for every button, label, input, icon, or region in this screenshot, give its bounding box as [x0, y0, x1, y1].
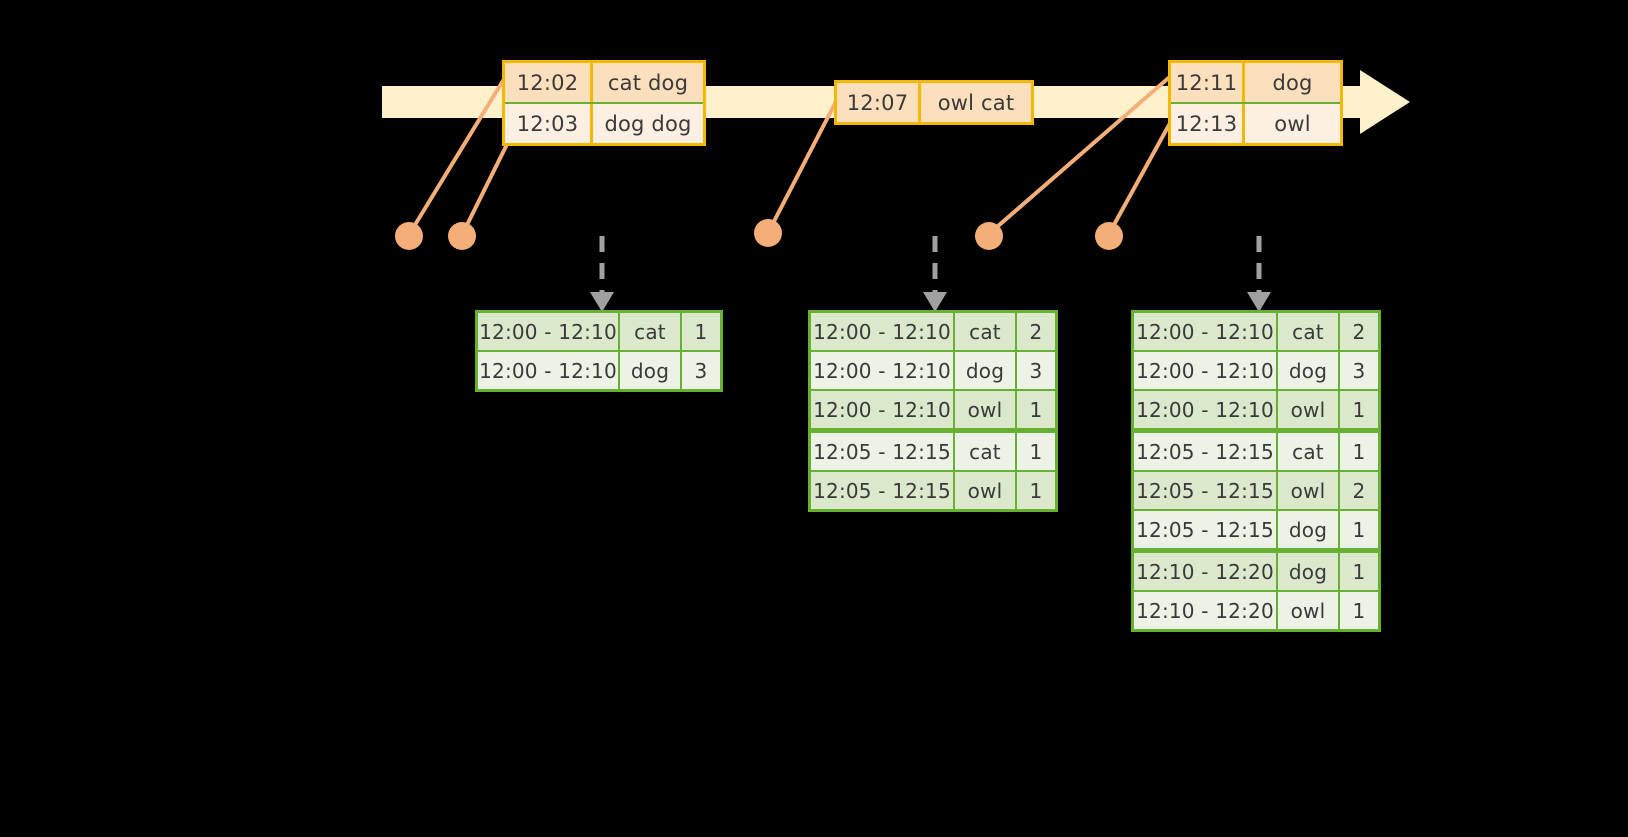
window-cell: 12:00 - 12:10: [1134, 352, 1278, 389]
count-cell: 2: [1340, 313, 1378, 350]
event-row: 12:07 owl cat: [837, 83, 1031, 122]
count-cell: 3: [682, 352, 720, 389]
count-cell: 3: [1340, 352, 1378, 389]
event-time: 12:11: [1171, 63, 1245, 102]
word-cell: owl: [1278, 472, 1340, 509]
count-cell: 2: [1340, 472, 1378, 509]
table-row: 12:00 - 12:10 owl 1: [1134, 389, 1378, 431]
count-cell: 1: [1340, 592, 1378, 629]
table-row: 12:10 - 12:20 owl 1: [1134, 590, 1378, 629]
count-cell: 3: [1017, 352, 1055, 389]
event-dot-4: [975, 222, 1003, 250]
event-box-3[interactable]: 12:11 dog 12:13 owl: [1168, 60, 1343, 146]
word-cell: cat: [955, 313, 1017, 350]
window-cell: 12:00 - 12:10: [811, 313, 955, 350]
dashed-arrow-1: [590, 236, 614, 312]
count-cell: 1: [1340, 433, 1378, 470]
count-cell: 1: [1340, 391, 1378, 428]
count-cell: 1: [682, 313, 720, 350]
count-cell: 2: [1017, 313, 1055, 350]
event-dot-2: [448, 222, 476, 250]
leader-line-3: [767, 87, 845, 232]
window-cell: 12:05 - 12:15: [1134, 511, 1278, 548]
count-cell: 1: [1017, 472, 1055, 509]
event-dot-5: [1095, 222, 1123, 250]
window-cell: 12:00 - 12:10: [1134, 313, 1278, 350]
count-cell: 1: [1017, 391, 1055, 428]
word-cell: dog: [1278, 352, 1340, 389]
word-cell: cat: [1278, 433, 1340, 470]
event-time: 12:03: [505, 104, 593, 143]
event-time: 12:02: [505, 63, 593, 102]
table-row: 12:00 - 12:10 dog 3: [1134, 350, 1378, 389]
table-row: 12:00 - 12:10 dog 3: [811, 350, 1055, 389]
event-words: dog: [1245, 63, 1340, 102]
table-row: 12:05 - 12:15 dog 1: [1134, 509, 1378, 551]
window-cell: 12:05 - 12:15: [811, 472, 955, 509]
word-cell: dog: [620, 352, 682, 389]
word-cell: dog: [955, 352, 1017, 389]
result-table-3[interactable]: 12:00 - 12:10 cat 2 12:00 - 12:10 dog 3 …: [1131, 310, 1381, 632]
event-words: owl cat: [921, 83, 1031, 122]
word-cell: cat: [1278, 313, 1340, 350]
window-cell: 12:00 - 12:10: [478, 313, 620, 350]
event-row: 12:03 dog dog: [505, 102, 703, 143]
word-cell: owl: [1278, 391, 1340, 428]
event-row: 12:13 owl: [1171, 102, 1340, 143]
event-words: owl: [1245, 104, 1340, 143]
word-cell: owl: [955, 472, 1017, 509]
word-cell: owl: [955, 391, 1017, 428]
dashed-arrow-3: [1247, 236, 1271, 312]
event-box-2[interactable]: 12:07 owl cat: [834, 80, 1034, 125]
event-dot-1: [395, 222, 423, 250]
timeline-arrowhead: [1360, 70, 1410, 134]
leader-line-1: [408, 64, 514, 235]
event-words: dog dog: [593, 104, 703, 143]
result-table-1[interactable]: 12:00 - 12:10 cat 1 12:00 - 12:10 dog 3: [475, 310, 723, 392]
table-row: 12:00 - 12:10 cat 2: [1134, 313, 1378, 350]
word-cell: dog: [1278, 553, 1340, 590]
table-row: 12:00 - 12:10 owl 1: [811, 389, 1055, 431]
word-cell: cat: [955, 433, 1017, 470]
window-cell: 12:05 - 12:15: [811, 433, 955, 470]
word-cell: cat: [620, 313, 682, 350]
event-row: 12:02 cat dog: [505, 63, 703, 102]
result-table-2[interactable]: 12:00 - 12:10 cat 2 12:00 - 12:10 dog 3 …: [808, 310, 1058, 512]
window-cell: 12:00 - 12:10: [811, 352, 955, 389]
event-row: 12:11 dog: [1171, 63, 1340, 102]
count-cell: 1: [1017, 433, 1055, 470]
table-row: 12:00 - 12:10 cat 2: [811, 313, 1055, 350]
event-box-1[interactable]: 12:02 cat dog 12:03 dog dog: [502, 60, 706, 146]
table-row: 12:05 - 12:15 cat 1: [811, 431, 1055, 470]
table-row: 12:05 - 12:15 owl 2: [1134, 470, 1378, 509]
window-cell: 12:10 - 12:20: [1134, 553, 1278, 590]
table-row: 12:00 - 12:10 cat 1: [478, 313, 720, 350]
window-cell: 12:05 - 12:15: [1134, 433, 1278, 470]
table-row: 12:05 - 12:15 owl 1: [811, 470, 1055, 509]
table-row: 12:00 - 12:10 dog 3: [478, 350, 720, 389]
word-cell: dog: [1278, 511, 1340, 548]
table-row: 12:05 - 12:15 cat 1: [1134, 431, 1378, 470]
table-row: 12:10 - 12:20 dog 1: [1134, 551, 1378, 590]
window-cell: 12:00 - 12:10: [1134, 391, 1278, 428]
event-dot-3: [754, 219, 782, 247]
event-time: 12:13: [1171, 104, 1245, 143]
word-cell: owl: [1278, 592, 1340, 629]
window-cell: 12:00 - 12:10: [478, 352, 620, 389]
dashed-arrow-2: [923, 236, 947, 312]
event-time: 12:07: [837, 83, 921, 122]
window-cell: 12:00 - 12:10: [811, 391, 955, 428]
event-words: cat dog: [593, 63, 703, 102]
window-cell: 12:10 - 12:20: [1134, 592, 1278, 629]
count-cell: 1: [1340, 511, 1378, 548]
count-cell: 1: [1340, 553, 1378, 590]
window-cell: 12:05 - 12:15: [1134, 472, 1278, 509]
